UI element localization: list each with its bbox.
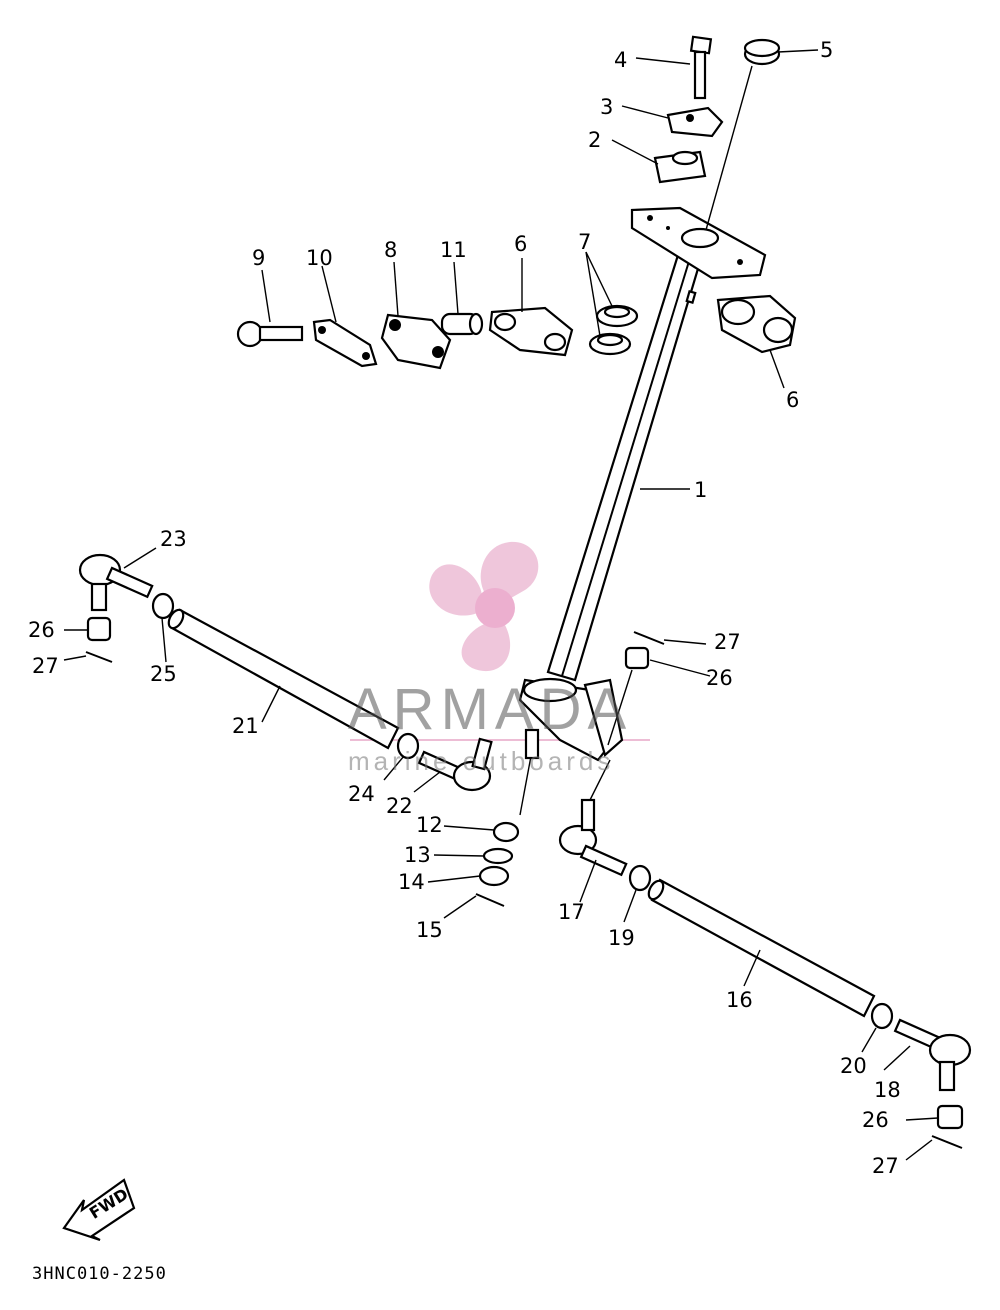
tie-rod-left: [167, 608, 400, 750]
callout-4: 4: [614, 48, 628, 72]
upper-bracket: [630, 206, 767, 280]
nut-24: [396, 732, 420, 760]
sleeve: [440, 312, 484, 336]
collar: [653, 150, 707, 184]
callout-27-right: 27: [872, 1154, 899, 1178]
nut-20: [870, 1002, 894, 1030]
half-clamp-right: [716, 294, 797, 354]
callout-3: 3: [600, 95, 614, 119]
fwd-arrow-icon: [62, 1178, 136, 1242]
washer-14: [478, 865, 510, 887]
leader-lines: [63, 49, 939, 1161]
nut-19: [628, 864, 652, 892]
callout-26-left: 26: [28, 618, 55, 642]
callout-27-center: 27: [714, 630, 741, 654]
callout-27-left: 27: [32, 654, 59, 678]
callout-13: 13: [404, 843, 431, 867]
callout-26-center: 26: [706, 666, 733, 690]
bolt: [689, 35, 713, 100]
tie-rod-end-center: [417, 737, 493, 792]
callout-1: 1: [694, 478, 708, 502]
callout-6-right: 6: [786, 388, 800, 412]
callout-19: 19: [608, 926, 635, 950]
tie-rod-end-inner-right: [558, 798, 628, 877]
cotter-pin-center: [633, 631, 665, 645]
callout-10: 10: [306, 246, 333, 270]
callout-12: 12: [416, 813, 443, 837]
holder-left: [488, 306, 574, 357]
bushing-pair: [588, 304, 639, 356]
callout-22: 22: [386, 794, 413, 818]
callout-25: 25: [150, 662, 177, 686]
callout-15: 15: [416, 918, 443, 942]
callout-8: 8: [384, 238, 398, 262]
tie-rod-end-right: [893, 1018, 972, 1092]
nut-26-left: [86, 616, 112, 642]
plate: [380, 313, 452, 370]
callout-16: 16: [726, 988, 753, 1012]
callout-18: 18: [874, 1078, 901, 1102]
nut-12: [492, 821, 520, 843]
nut-26-center: [624, 646, 650, 670]
clamp: [666, 106, 724, 138]
callout-9: 9: [252, 246, 266, 270]
nut-25: [151, 592, 175, 620]
tie-rod-end-left: [78, 553, 154, 612]
callout-17: 17: [558, 900, 585, 924]
callout-14: 14: [398, 870, 425, 894]
watermark-tagline: marine outboards: [348, 746, 615, 776]
callout-6-left: 6: [514, 232, 528, 256]
lower-arm-bracket: [518, 677, 624, 762]
callout-23: 23: [160, 527, 187, 551]
cotter-pin-right: [931, 1135, 963, 1149]
watermark-brand: ARMADA: [348, 677, 633, 742]
cotter-pin-left: [85, 651, 113, 663]
callout-2: 2: [588, 128, 602, 152]
lock-plate: [312, 318, 378, 368]
callout-7: 7: [578, 230, 592, 254]
callout-21: 21: [232, 714, 259, 738]
tie-rod-right: [647, 878, 876, 1018]
cotter-pin-15: [475, 893, 505, 907]
nut-26-right: [936, 1104, 964, 1130]
flange-bolt: [236, 320, 304, 348]
callout-5: 5: [820, 38, 834, 62]
callout-24: 24: [348, 782, 375, 806]
washer-13: [482, 847, 514, 865]
cap: [743, 38, 781, 66]
callout-11: 11: [440, 238, 467, 262]
propeller-logo-icon: [350, 541, 650, 741]
callout-20: 20: [840, 1054, 867, 1078]
callout-26-right: 26: [862, 1108, 889, 1132]
diagram-code: 3HNC010-2250: [32, 1264, 167, 1284]
